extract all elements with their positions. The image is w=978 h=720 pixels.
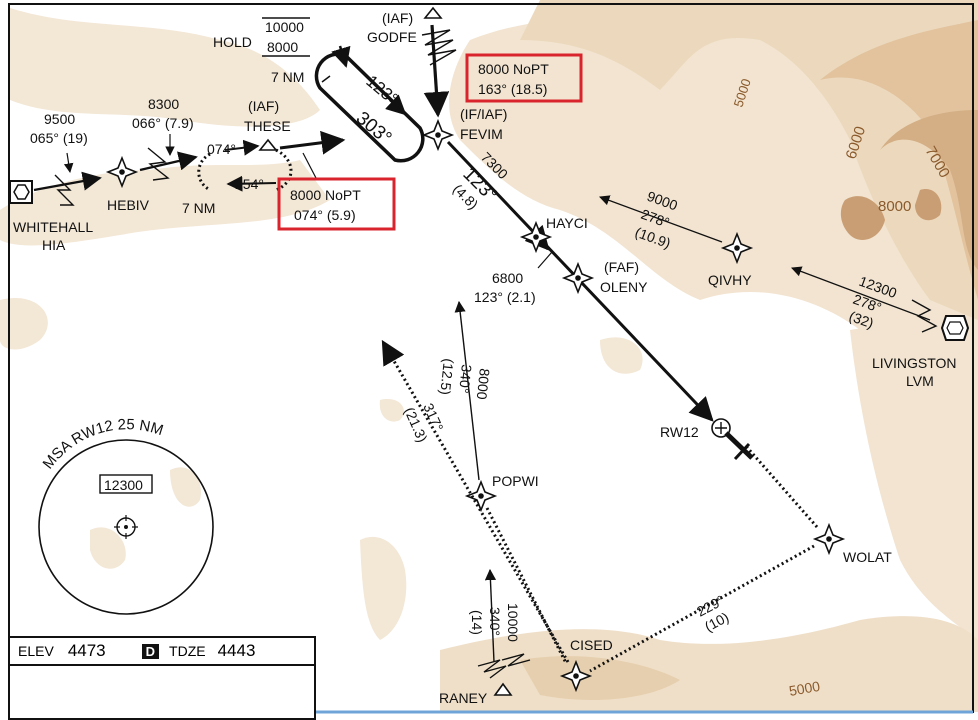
these-role: (IAF) <box>248 98 279 114</box>
contour-8000-label: 8000 <box>878 198 911 215</box>
hayci-name: HAYCI <box>546 215 588 231</box>
contour-5000-label-south: 5000 <box>788 678 822 699</box>
popwi-alt: 8000 <box>474 368 493 401</box>
qivhy-name: QIVHY <box>708 272 752 288</box>
these-holding-pattern: 074° 254° 7 NM <box>182 139 293 216</box>
elev-label: ELEV <box>18 643 54 659</box>
these-callout-line1: 8000 NoPT <box>290 187 361 203</box>
raney-course: 340° <box>487 607 503 636</box>
hold-alt-max: 10000 <box>265 19 304 35</box>
raney-distance: (14) <box>469 610 485 635</box>
hebiv-course: 066° (7.9) <box>132 115 194 131</box>
popwi-fix-icon <box>466 481 496 511</box>
msa-circle: MSA RW12 25 NM 12300 <box>38 416 214 615</box>
godfe-role: (IAF) <box>382 10 413 26</box>
oleny-role: (FAF) <box>604 259 639 275</box>
hold-outbound-course: 303° <box>352 108 396 149</box>
whitehall-alt: 9500 <box>44 111 75 127</box>
these-inbound-arrow <box>279 130 346 155</box>
raney-name: RANEY <box>439 690 488 706</box>
hebiv-alt: 8300 <box>148 96 179 112</box>
these-name: THESE <box>244 118 291 134</box>
msa-title: MSA RW12 25 NM <box>40 416 166 472</box>
cised-name: CISED <box>570 637 613 653</box>
rw12-threshold <box>711 418 754 461</box>
wolat-fix-icon <box>814 524 844 554</box>
godfe-callout-line2: 163° (18.5) <box>478 81 547 97</box>
d-badge: D <box>141 643 160 659</box>
qivhy-feeder <box>599 195 723 243</box>
rw12-label: RW12 <box>660 424 699 440</box>
these-iaf-icon <box>258 138 278 151</box>
these-hold-inbound: 074° <box>207 141 236 157</box>
livingston-id: LVM <box>906 373 934 389</box>
these-callout-leader <box>302 152 317 179</box>
godfe-callout-box <box>465 53 583 103</box>
tdze-value: 4443 <box>217 641 256 660</box>
cised-feeder <box>381 339 570 663</box>
hayci-segment-alt: 6800 <box>492 270 523 286</box>
these-callout-line2: 074° (5.9) <box>294 207 356 223</box>
hold-alt-min: 8000 <box>267 39 298 55</box>
hayci-segment-course: 123° (2.1) <box>474 289 536 305</box>
these-hold-outbound: 254° <box>235 176 264 192</box>
popwi-name: POPWI <box>492 473 539 489</box>
livingston-name: LIVINGSTON <box>872 355 957 371</box>
whitehall-segment: WHITEHALL HIA 9500 065° (19) <box>9 111 102 253</box>
popwi-course: 340° <box>456 364 475 394</box>
whitehall-id: HIA <box>42 237 66 253</box>
oleny-name: OLENY <box>600 279 648 295</box>
msa-altitude: 12300 <box>104 477 143 493</box>
raney-segment: 10000 340° (14) <box>469 568 531 696</box>
whitehall-course: 065° (19) <box>30 130 88 146</box>
elevation-row: ELEV 4473 D TDZE 4443 <box>10 638 314 666</box>
godfe-segment: (IAF) GODFE 8000 NoPT 163° (18.5) <box>367 6 583 118</box>
hebiv-name: HEBIV <box>107 197 150 213</box>
hold-distance: 7 NM <box>271 69 304 85</box>
elev-value: 4473 <box>67 641 106 660</box>
godfe-callout-line1: 8000 NoPT <box>478 61 549 77</box>
contour-labels: 5000 6000 7000 8000 5000 <box>731 77 953 699</box>
tdze-label: TDZE <box>169 643 206 659</box>
hebiv-segment: 8300 066° (7.9) <box>132 96 198 181</box>
popwi-cised-track <box>485 507 568 664</box>
hold-label: HOLD <box>213 34 252 50</box>
fevim-name: FEVIM <box>460 126 503 142</box>
wolat-name: WOLAT <box>843 549 892 565</box>
these-callout-box <box>277 177 396 231</box>
fevim-role: (IF/IAF) <box>460 106 507 122</box>
raney-alt: 10000 <box>505 603 521 642</box>
wolat-missed-track <box>743 444 819 528</box>
hayci-leader <box>537 251 553 269</box>
whitehall-name: WHITEHALL <box>13 219 93 235</box>
godfe-name: GODFE <box>367 29 417 45</box>
popwi-feeder <box>454 300 480 481</box>
popwi-distance: (12.5) <box>437 358 457 396</box>
livingston-segment: 12300 278° (32) LIVINGSTON LVM <box>791 266 970 389</box>
fevim-fix-icon <box>423 120 453 150</box>
these-hold-distance: 7 NM <box>182 200 215 216</box>
airport-elevation-box: ELEV 4473 D TDZE 4443 <box>8 636 316 720</box>
